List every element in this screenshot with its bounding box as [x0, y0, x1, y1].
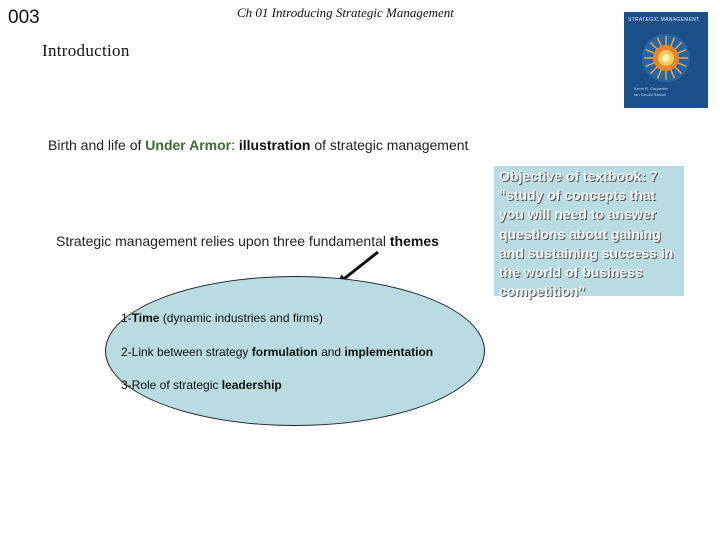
theme-item-leadership: 3-Role of strategic leadership [121, 378, 282, 392]
chapter-title: Ch 01 Introducing Strategic Management [237, 5, 454, 20]
themes-emphasis: themes [389, 233, 439, 249]
themes-ellipse [105, 276, 485, 426]
intro-line: Birth and life of Under Armor: illustrat… [48, 137, 469, 153]
slide-number: 003 [8, 7, 40, 28]
objective-callout: Objective of textbook: 7 “study of conce… [494, 166, 684, 299]
brand-name: Under Armor [145, 137, 232, 153]
objective-text: Objective of textbook: 7 “study of conce… [499, 168, 674, 300]
theme-item-time: 1-Time (dynamic industries and firms) [121, 311, 323, 325]
sunburst-graphic [642, 34, 690, 82]
themes-line: Strategic management relies upon three f… [56, 233, 439, 249]
theme-item-link: 2-Link between strategy formulation and … [121, 345, 434, 359]
book-cover-image: STRATEGIC MANAGEMENT Kevin R. Carpenter … [624, 12, 708, 108]
book-cover-title: STRATEGIC MANAGEMENT [628, 17, 700, 23]
book-cover-authors: Kevin R. Carpenter Ian Gerald Seldon [634, 86, 669, 97]
section-title: Introduction [42, 41, 130, 60]
